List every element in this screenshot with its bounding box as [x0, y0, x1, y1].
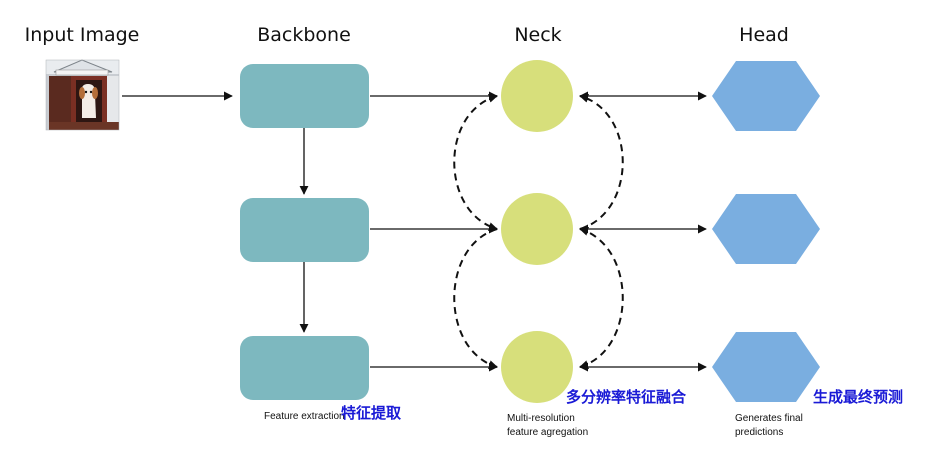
neck-annotation: 多分辨率特征融合: [566, 388, 687, 406]
fusion-curve-left-upper: [453, 93, 498, 231]
fusion-curve-left-lower: [453, 228, 498, 369]
neck-node-2: [501, 193, 573, 265]
head-title: Head: [739, 24, 789, 46]
backbone-annotation: 特征提取: [341, 404, 402, 422]
backbone-title: Backbone: [257, 24, 351, 46]
neck-node-3: [501, 331, 573, 403]
head-annotation: 生成最终预测: [813, 388, 903, 406]
head-caption-line-2: predictions: [735, 427, 783, 438]
neck-title: Neck: [514, 24, 561, 46]
head-node-3: [712, 332, 820, 402]
backbone-block-2: [240, 198, 369, 262]
neck-caption-line-2: feature agregation: [507, 427, 588, 438]
input-image-title: Input Image: [25, 24, 140, 46]
head-node-1: [712, 61, 820, 131]
head-caption-line-1: Generates final: [735, 413, 803, 424]
fusion-curve-right-upper: [579, 93, 624, 230]
neck-caption-line-1: Multi-resolution: [507, 413, 575, 424]
neck-node-1: [501, 60, 573, 132]
backbone-block-1: [240, 64, 369, 128]
head-node-2: [712, 194, 820, 264]
fusion-curve-right-lower: [579, 227, 624, 369]
backbone-caption: Feature extraction: [264, 411, 345, 422]
backbone-block-3: [240, 336, 369, 400]
input-image: [45, 59, 120, 131]
